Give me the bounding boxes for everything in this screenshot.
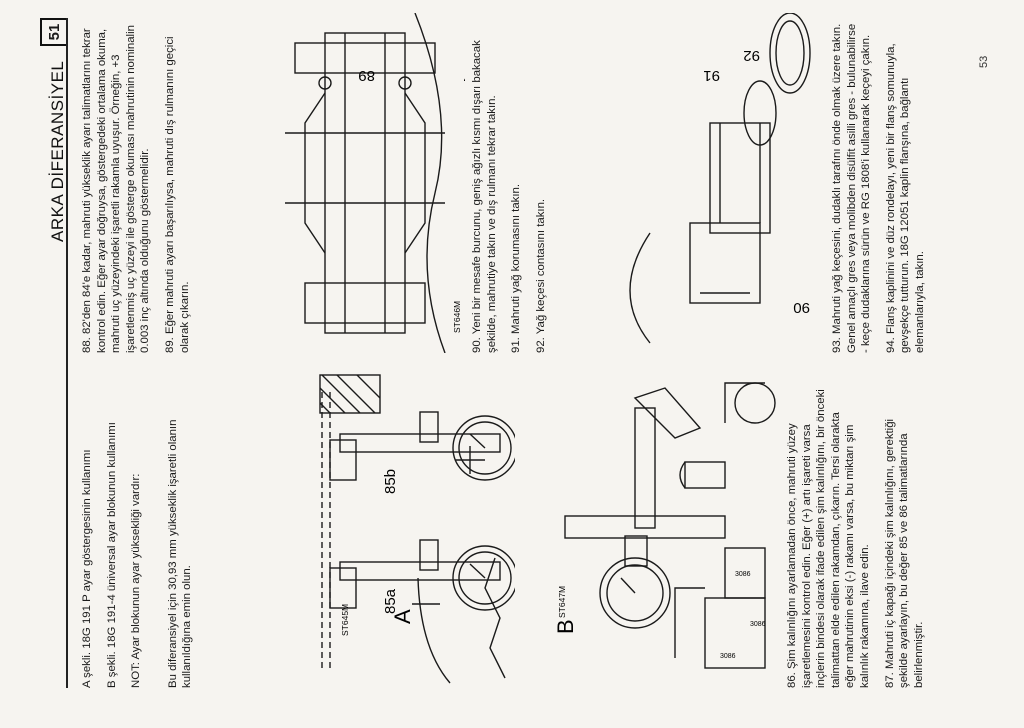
page-number: 53 bbox=[978, 55, 990, 68]
left-column-bottom: 86. Şim kalınlığını ayarlamadan önce, ma… bbox=[785, 388, 936, 688]
para-92: 92. Yağ keçesi contasını takın. bbox=[534, 198, 547, 353]
callout-85a: 85a bbox=[382, 588, 399, 614]
right-column-middle: 90. Yeni bir mesafe burcunu, geniş ağızl… bbox=[470, 23, 558, 353]
callout-89: 89 bbox=[358, 67, 375, 84]
callout-90: 90 bbox=[793, 299, 810, 316]
figure-b-label: B bbox=[553, 619, 578, 634]
right-column-top: 88. 82'den 84'e kadar, mahruti yükseklik… bbox=[80, 23, 202, 353]
figure-a-label: A bbox=[390, 609, 415, 624]
figure-d-seal-assembly: 91 92 90 bbox=[629, 13, 811, 344]
para-86: 86. Şim kalınlığını ayarlamadan önce, ma… bbox=[786, 389, 871, 688]
block-mark-2: 3086 bbox=[750, 621, 766, 628]
figure-c-code: ST646M bbox=[452, 301, 462, 333]
note-text: NOT: Ayar blokunun ayar yüksekliği vardı… bbox=[130, 473, 143, 688]
para-91: 91. Mahruti yağ korumasını takın. bbox=[510, 183, 523, 353]
block-mark-3: 3086 bbox=[735, 571, 751, 578]
para-93: 93. Mahruti yağ keçesini, dudaklı tarafı… bbox=[831, 23, 873, 353]
callout-85b: 85b bbox=[382, 469, 399, 494]
callout-91: 91 bbox=[703, 67, 720, 84]
page-badge: 51 bbox=[40, 18, 68, 46]
header-divider bbox=[66, 18, 68, 688]
right-column-bottom: 93. Mahruti yağ keçesini, dudaklı tarafı… bbox=[830, 23, 938, 353]
left-column-top: A şekli. 18G 191 P ayar göstergesinin ku… bbox=[80, 388, 205, 688]
callout-87: 87 bbox=[463, 67, 465, 84]
para-90: 90. Yeni bir mesafe burcunu, geniş ağızl… bbox=[471, 40, 498, 353]
figure-b-setting-block: 3086 3086 3086 B ST647M bbox=[553, 382, 776, 669]
section-title: ARKA DİFERANSİYEL bbox=[48, 60, 67, 242]
figure-a-code: ST645M bbox=[340, 604, 350, 636]
para-88: 88. 82'den 84'e kadar, mahruti yükseklik… bbox=[81, 25, 152, 353]
figure-c-pinion-section: 89 87 ST646M bbox=[285, 13, 465, 353]
para-94: 94. Flanş kaplinini ve düz rondelayı, ye… bbox=[884, 43, 926, 353]
para-87: 87. Mahruti iç kapağı içindeki şim kalın… bbox=[883, 418, 925, 688]
fig-b-caption: B şekli. 18G 191-4 üniversal ayar blokun… bbox=[105, 422, 118, 688]
fig-a-caption: A şekli. 18G 191 P ayar göstergesinin ku… bbox=[81, 449, 93, 689]
height-note: Bu diferansiyel için 30,93 mm yükseklik … bbox=[166, 419, 194, 688]
figure-a-dial-gauges: A 85a 85b ST645M bbox=[319, 374, 515, 684]
para-89: 89. Eğer mahruti ayarı başarılıysa, mahr… bbox=[163, 36, 191, 353]
callout-92: 92 bbox=[743, 47, 760, 64]
block-mark-1: 3086 bbox=[720, 653, 736, 660]
figure-b-code: ST647M bbox=[557, 586, 567, 618]
